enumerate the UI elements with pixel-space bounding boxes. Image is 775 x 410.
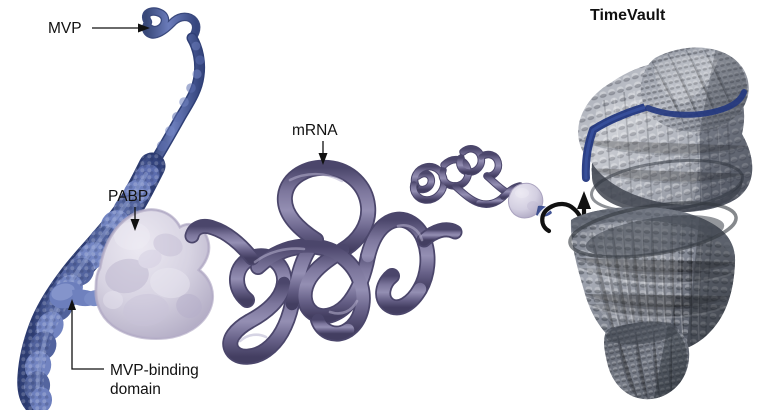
label-timevault: TimeVault bbox=[590, 7, 666, 24]
mvp-binding-domain-label-line2: domain bbox=[110, 381, 161, 398]
mrna-label-text: mRNA bbox=[292, 122, 338, 139]
vault-particle bbox=[568, 47, 753, 400]
pabp-leader-arrowhead bbox=[130, 219, 140, 231]
mvp-binding-domain-leader-arrowhead bbox=[68, 299, 76, 310]
mvp-chain bbox=[17, 7, 206, 410]
vault-top-cap bbox=[640, 47, 749, 132]
mvp-label-text: MVP bbox=[48, 20, 82, 37]
mvp-binding-domain-leader-line bbox=[71, 306, 104, 370]
label-mvp-binding-domain: MVP-binding domain bbox=[68, 299, 199, 398]
timevault-label-text: TimeVault bbox=[590, 7, 666, 24]
vault-bottom-cap bbox=[604, 321, 690, 400]
mvp-binding-domain-label-line1: MVP-binding bbox=[110, 362, 199, 379]
mrna-pabp-complex bbox=[409, 145, 552, 219]
mrna-leader-arrowhead bbox=[318, 153, 328, 165]
mvp-leader-arrowhead bbox=[138, 23, 150, 33]
mrna-tangle bbox=[184, 159, 463, 365]
label-mrna: mRNA bbox=[292, 122, 338, 165]
label-pabp: PABP bbox=[108, 188, 148, 231]
pabp-label-text: PABP bbox=[108, 188, 148, 205]
pabp-blob bbox=[94, 208, 214, 340]
label-mvp: MVP bbox=[48, 20, 150, 37]
